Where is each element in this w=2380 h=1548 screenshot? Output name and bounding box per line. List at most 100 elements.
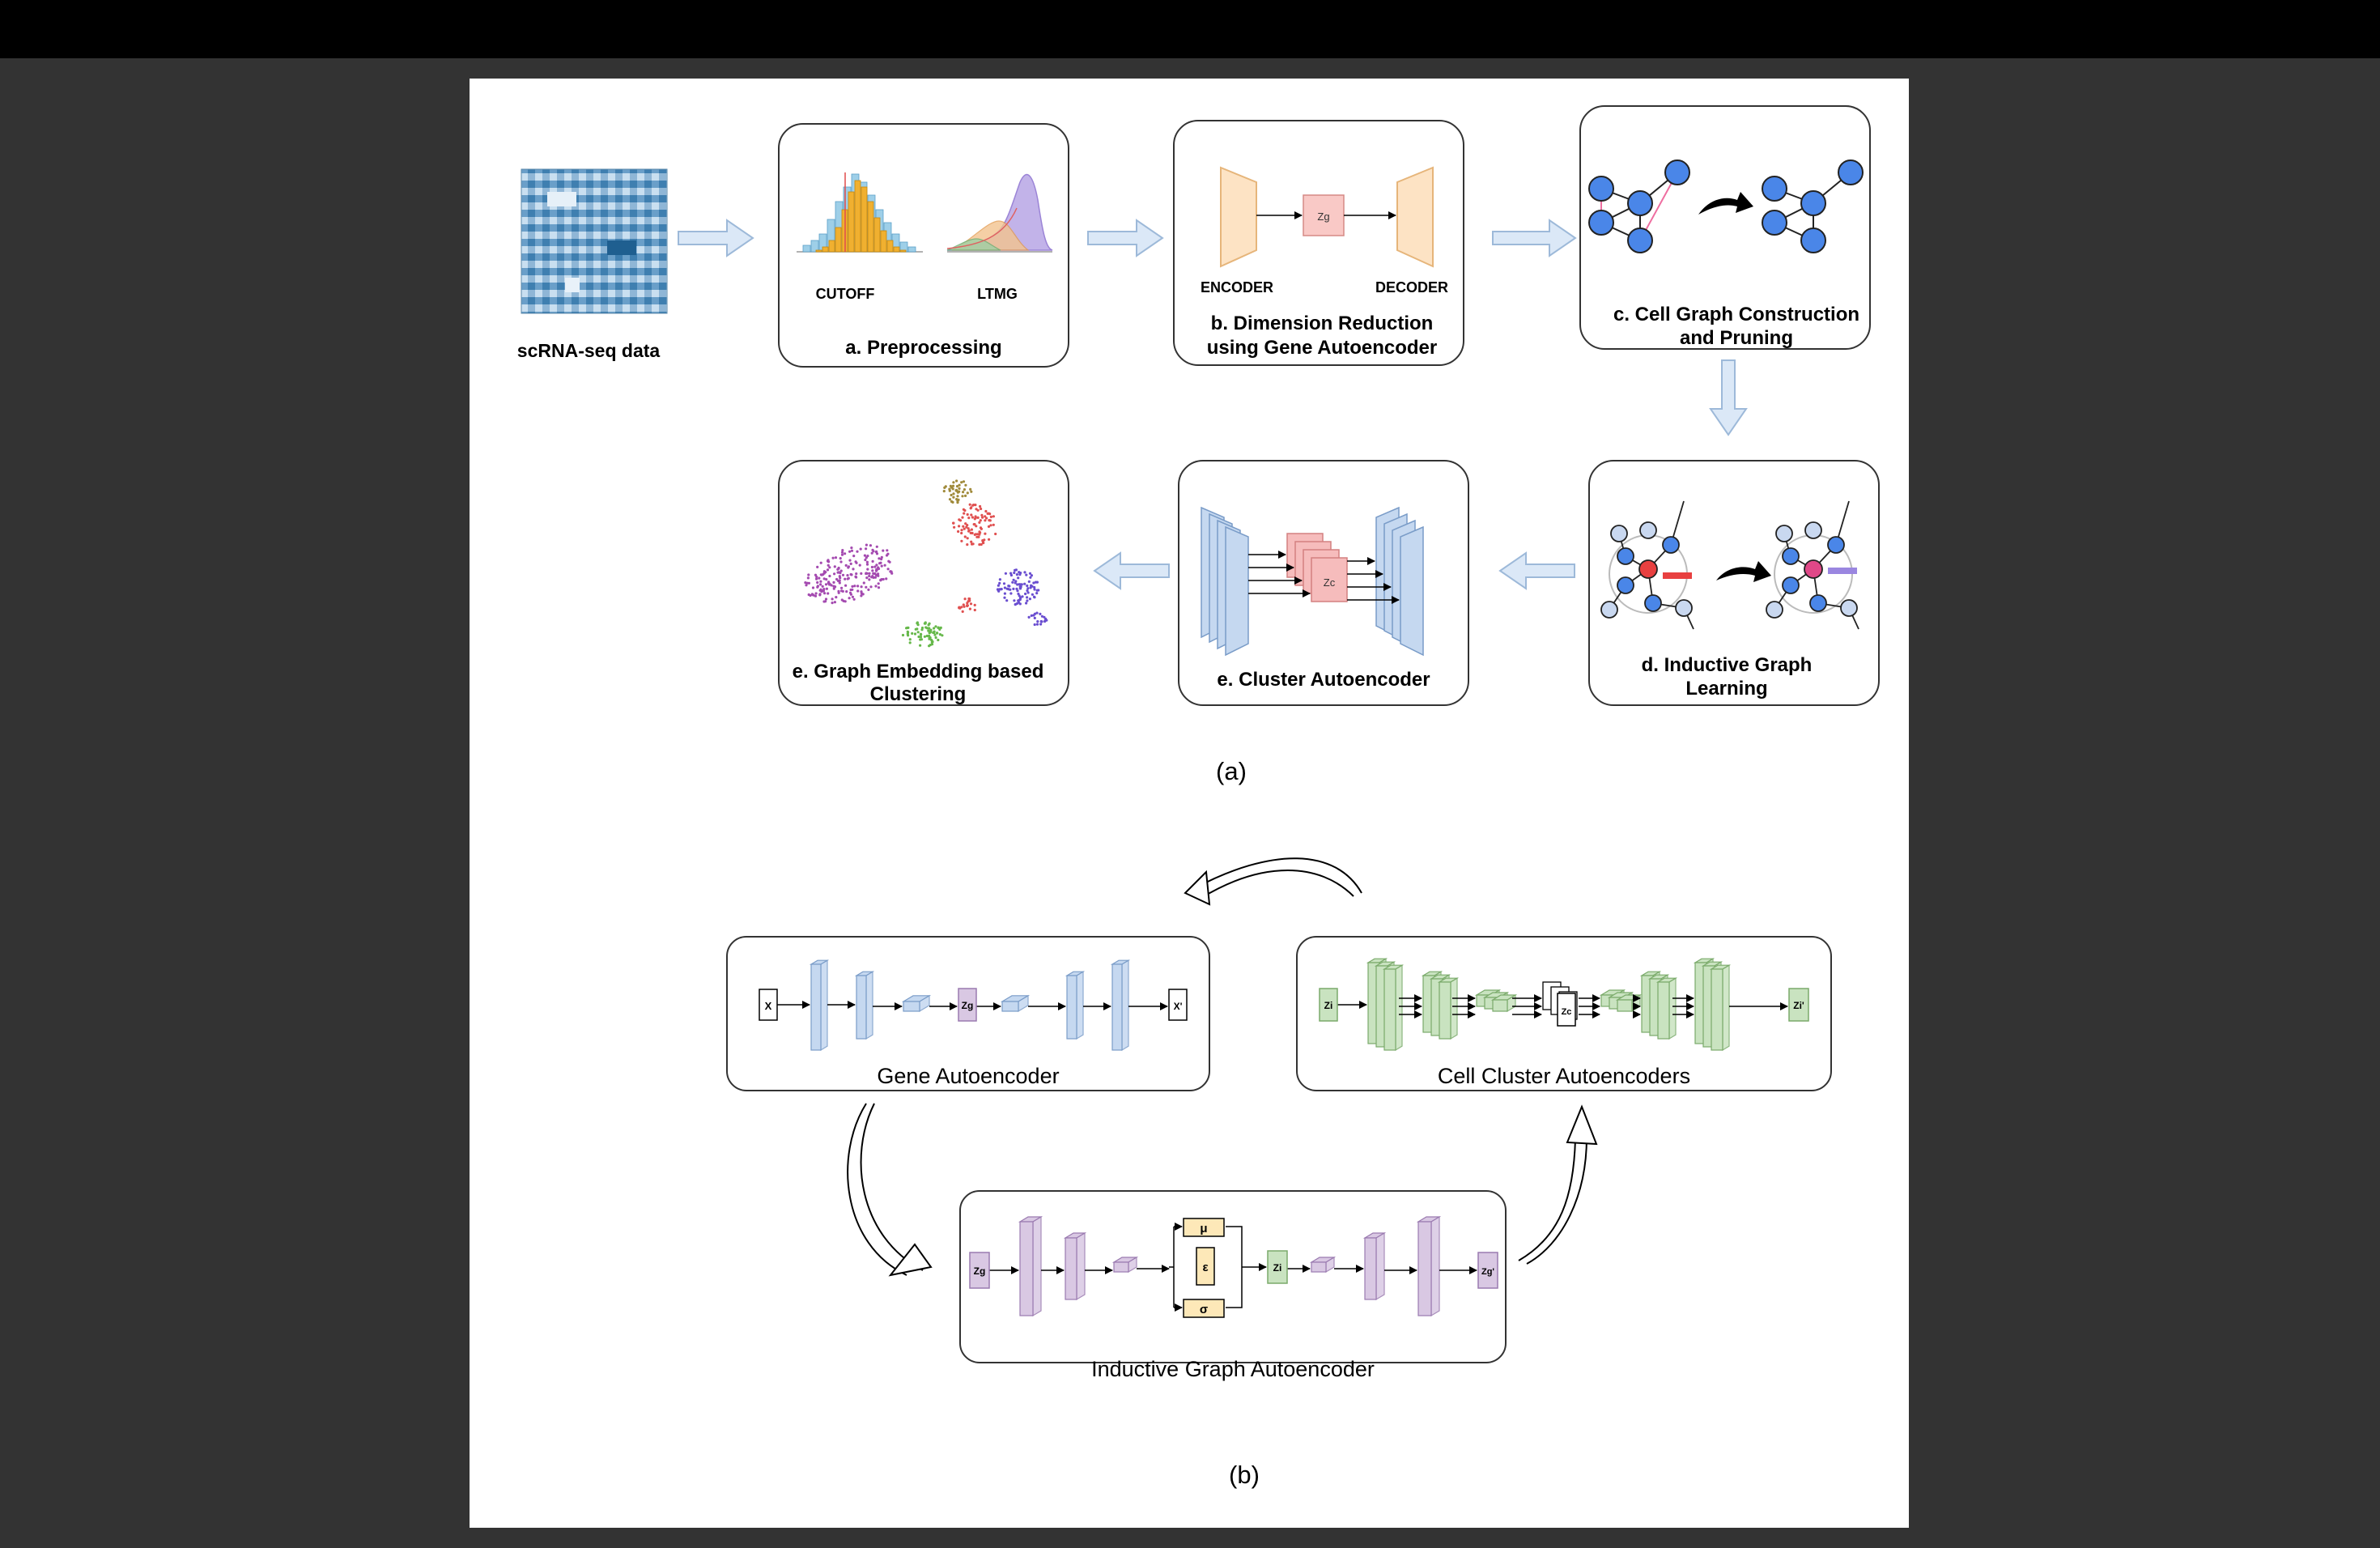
scatter-point [1009,573,1013,577]
scatter-point [1013,599,1016,602]
scatter-point [1016,583,1019,586]
scatter-point [961,610,964,614]
scatter-point [877,566,880,569]
scatter-point [862,581,865,585]
hist-bar-orange [861,186,868,253]
scatter-point [814,594,818,598]
scatter-point [827,592,830,595]
scatter-point [952,521,955,525]
scatter-point [984,509,988,513]
scatter-point [877,586,881,589]
scatter-point [831,556,835,559]
cell-graph-after [1762,159,1864,253]
scatter-point [875,550,878,554]
top-bar [0,0,2380,58]
scatter-point [1026,589,1029,593]
graph-input-label: Zg [974,1265,986,1277]
scatter-point [818,576,821,580]
scatter-point [971,531,974,535]
scatter-point [816,565,819,569]
scatter-point [962,525,965,528]
scatter-point [919,632,923,636]
scatter-point [882,549,885,552]
scatter-point [970,506,973,509]
scatter-point [849,593,852,596]
scatter-point [1025,573,1028,576]
scatter-point [1017,601,1020,604]
scatter-point [920,628,924,632]
scatter-point [848,559,852,562]
scatter-point [819,561,822,564]
cycle-arrows [847,857,1598,1277]
scatter-point [951,484,955,487]
scatter-point [1040,620,1043,623]
scatter-point [949,484,952,487]
scatter-point [844,584,848,587]
scatter-point [877,572,880,576]
scatter-point [953,525,956,529]
scatter-point [856,550,859,553]
scatter-point [1017,576,1020,580]
scatter-point [856,585,860,588]
scatter-point [1029,576,1032,579]
scatter-point [984,515,987,518]
scatter-point [825,587,828,590]
scatter-point [824,598,828,601]
scatter-point [868,578,871,581]
scatter-point [839,569,843,572]
graph-autoencoder-box [959,1190,1507,1363]
scatter-point [925,634,929,638]
scatter-point [960,529,963,532]
scatter-point [950,493,953,497]
scatter-point [866,568,869,571]
layer-slab [809,959,830,1052]
scatter-point [1005,599,1009,602]
scatter-point [833,601,836,604]
graph-output-box [1477,1252,1498,1289]
scatter-point [980,542,983,546]
scatter-point [978,521,981,525]
scatter-point [923,635,926,638]
scatter-point [1037,589,1040,592]
scatter-point [968,503,971,506]
cutoff-label: CUTOFF [816,286,875,302]
graph-latent-label: Zi [1273,1262,1282,1274]
scatter-point [846,577,849,580]
scatter-point [869,544,872,547]
box-e-cluster-title: e. Cluster Autoencoder [1217,669,1430,691]
scatter-point [807,573,810,576]
scatter-point [1045,619,1048,622]
cluster-autoencoder-drawing [1201,506,1424,657]
scatter-point [1000,588,1003,591]
scatter-point [859,547,862,551]
hist-bar-orange [899,249,907,253]
hist-bar-orange [880,230,887,253]
zg-latent-label: Zg [1317,211,1329,223]
scatter-point [832,585,835,588]
scatter-point [818,593,822,597]
scatter-point [1026,591,1030,594]
scatter-point [1015,587,1018,591]
hist-bar-blue [907,246,916,253]
cluster-latent-box [1557,993,1576,1027]
zc-latent-label: Zc [1324,576,1336,589]
scatter-point [989,524,992,527]
scatter-point [1013,571,1016,575]
scatter-point [958,483,961,487]
scatter-point [1015,573,1018,576]
scatter-point [847,565,850,568]
scatter-point [964,494,967,498]
scatter-point [980,513,984,517]
scatter-point [865,563,869,566]
hist-bar-blue [802,245,811,253]
gene-input-box [759,989,778,1021]
scatter-point [844,577,847,580]
layer-slab [1063,1231,1087,1301]
scatter-point [938,633,941,636]
box-c-title-line2: and Pruning [1680,327,1793,349]
scatter-point [952,481,955,484]
scatter-point [883,563,886,567]
scatter-point [870,565,873,569]
scatter-point [868,574,871,578]
layer-slab [1416,1215,1442,1317]
